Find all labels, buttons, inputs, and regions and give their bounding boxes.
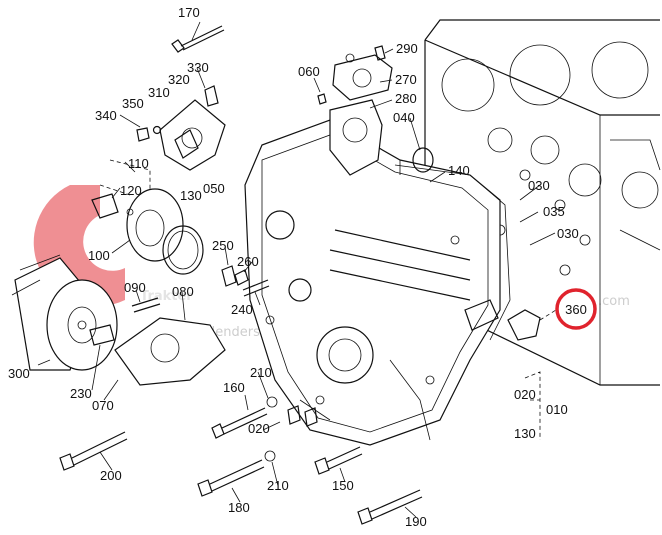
bolt-190 bbox=[357, 489, 423, 525]
gear-case bbox=[244, 99, 501, 446]
bolt-180 bbox=[197, 450, 276, 497]
highlight-360: 360 bbox=[555, 288, 597, 330]
part-label-180: 180 bbox=[228, 500, 250, 515]
bolt-200 bbox=[59, 431, 128, 471]
part-label-090: 090 bbox=[124, 280, 146, 295]
leader-lines bbox=[37, 21, 556, 518]
part-label-060: 060 bbox=[298, 64, 320, 79]
engine-block bbox=[424, 19, 661, 386]
part-label-040: 040 bbox=[393, 110, 415, 125]
part-label-070: 070 bbox=[92, 398, 114, 413]
highlight-circle bbox=[555, 288, 597, 330]
thermostat-cover bbox=[317, 45, 434, 173]
water-flange bbox=[136, 85, 226, 171]
part-label-130-bottom: 130 bbox=[514, 426, 536, 441]
part-label-035: 035 bbox=[543, 204, 565, 219]
part-label-110: 110 bbox=[128, 156, 149, 171]
part-label-250: 250 bbox=[212, 238, 234, 253]
part-label-170: 170 bbox=[178, 5, 200, 20]
o-ring-130 bbox=[162, 225, 204, 275]
part-label-010: 010 bbox=[546, 402, 568, 417]
part-label-210-upper: 210 bbox=[250, 365, 272, 380]
part-label-080: 080 bbox=[172, 284, 194, 299]
bolt-150 bbox=[314, 446, 363, 475]
part-label-330: 330 bbox=[187, 60, 209, 75]
part-label-130-top: 130 bbox=[180, 188, 202, 203]
filter-bracket bbox=[89, 297, 226, 386]
plugs-020 bbox=[266, 396, 318, 427]
part-label-240: 240 bbox=[231, 302, 253, 317]
part-label-030-upper: 030 bbox=[528, 178, 550, 193]
part-label-310: 310 bbox=[148, 85, 170, 100]
relief-valve bbox=[221, 265, 270, 297]
part-label-300: 300 bbox=[8, 366, 30, 381]
part-label-120: 120 bbox=[120, 183, 142, 198]
part-label-230: 230 bbox=[70, 386, 92, 401]
gasket-outline bbox=[394, 160, 511, 341]
leader-360 bbox=[539, 309, 557, 321]
part-label-150: 150 bbox=[332, 478, 354, 493]
bolt-170 bbox=[171, 25, 225, 53]
part-label-350: 350 bbox=[122, 96, 144, 111]
bolt-160 bbox=[211, 407, 268, 439]
part-label-020-right: 020 bbox=[514, 387, 536, 402]
watermark-brand: Trakter bbox=[140, 289, 193, 304]
plug-360 bbox=[507, 309, 541, 341]
part-label-140: 140 bbox=[448, 163, 470, 178]
part-label-200: 200 bbox=[100, 468, 122, 483]
part-label-290: 290 bbox=[396, 41, 418, 56]
part-label-020-left: 020 bbox=[248, 421, 270, 436]
part-label-160: 160 bbox=[223, 380, 245, 395]
part-label-210-lower: 210 bbox=[267, 478, 289, 493]
o-ring-130-inner bbox=[167, 230, 199, 270]
part-label-190: 190 bbox=[405, 514, 427, 529]
bracket-010-020-130 bbox=[524, 371, 541, 440]
part-label-270: 270 bbox=[395, 72, 417, 87]
part-label-030-lower: 030 bbox=[557, 226, 579, 241]
oil-pump-cover bbox=[91, 159, 184, 262]
part-labels: 170 290 330 320 310 060 270 350 340 280 … bbox=[8, 5, 579, 529]
part-label-100: 100 bbox=[88, 248, 110, 263]
part-label-260: 260 bbox=[237, 254, 259, 269]
part-label-280: 280 bbox=[395, 91, 417, 106]
part-label-360: 360 bbox=[565, 302, 587, 317]
part-label-050: 050 bbox=[203, 181, 225, 196]
part-label-340: 340 bbox=[95, 108, 117, 123]
watermark-domain: .com bbox=[598, 294, 630, 309]
part-label-320: 320 bbox=[168, 72, 190, 87]
